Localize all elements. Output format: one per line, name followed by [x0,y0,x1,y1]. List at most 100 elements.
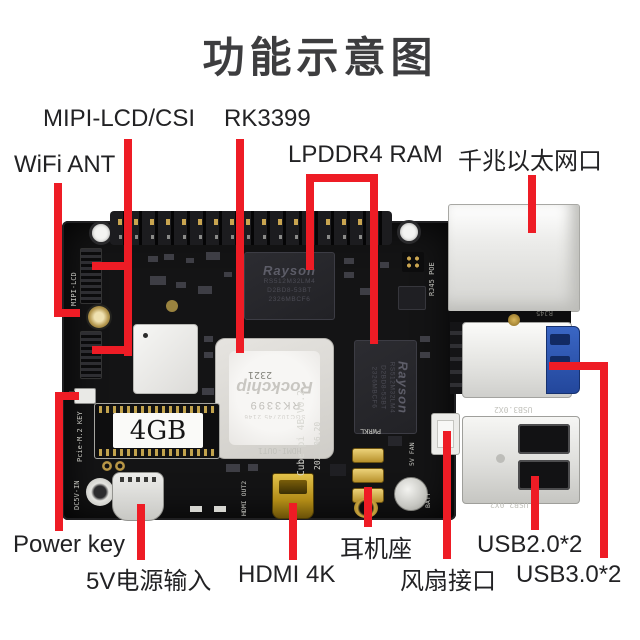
silk-board-date: 2023.06.20 [313,421,322,470]
callout-line-hdmi [289,503,297,560]
silk-pwr: PWRKL [360,427,382,435]
wifi-shield-can [133,324,198,394]
buzzer [394,477,428,511]
component [248,464,258,471]
callout-line-mipi [92,346,132,354]
rk3399-soc-chip: SGC102745 2146 RK3399 Rockchip [215,338,334,459]
silk-hdmi-out1: HDMI-OUT1 [258,446,302,455]
silk-pcie: Pcie-M.2 KEY [76,411,84,462]
headphone-jack [350,446,386,518]
memory-module: 4GB [94,403,220,459]
small-chip [398,286,426,310]
shell-hole [496,454,505,463]
component [198,286,212,294]
callout-line-lpddr4 [306,174,314,270]
ram-line2: D2BD8-53BT [267,286,312,294]
ram-part: RS512M32LM4 [263,278,316,285]
silk-rj45-poe: RJ45 POE [428,262,436,296]
silk-dc5v: DC5V-IN [73,480,81,510]
pin-header-2x2 [402,252,424,272]
mounting-hole [92,224,110,242]
mounting-hole [400,223,418,241]
gold-fingers [99,406,215,413]
silk-mipi-lcd: MIPI-LCD [70,272,78,306]
component [420,352,430,358]
component [388,436,402,446]
label-5v-power-in: 5V电源输入 [86,568,212,595]
callout-line-wifi [54,183,62,315]
component [204,352,213,358]
wifi-antenna-connector [88,306,110,328]
component [330,464,346,476]
callout-line-power-key [57,392,79,400]
gold-pin [508,314,520,326]
silk-lot: 2321 [248,369,273,380]
lpddr4-chip-1: Rayson RS512M32LM4 D2BD8-53BT 2326MBCF6 [244,252,335,320]
component [186,258,194,263]
mipi-lcd-connector [80,248,102,304]
silk-board-name: Cube pi 4B V0.2 [296,390,307,476]
label-lpddr4-ram: LPDDR4 RAM [288,141,443,168]
component [166,300,178,312]
component [204,336,213,342]
usb3-contact [550,356,570,367]
component [344,258,354,264]
ram-brand: Rayson [263,263,316,278]
callout-line-headphone [364,487,372,527]
component [176,282,186,288]
callout-line-mipi [92,262,132,270]
component [102,461,112,471]
silk-rj45: RJ45 [536,309,553,317]
label-power-key: Power key [13,531,126,558]
callout-line-usb3 [600,362,608,558]
ram-line3: 2326MBCF6 [268,295,311,303]
usb2-slot [518,460,570,490]
silk-batt: BATT [424,492,432,508]
memory-size-label: 4GB [113,413,203,448]
silk-hdmi-out2: HDMI OUT2 [240,480,248,516]
silk-usb3x2: USB3.0X2 [494,405,533,414]
jack-contact [352,448,384,463]
callout-line-wifi [54,309,80,317]
silk-5v-fan: 5V FAN [408,442,416,466]
ethernet-port [448,204,580,325]
component [380,262,389,268]
ram-line3: 2326MBCF6 [370,366,378,409]
mipi-csi-connector [80,331,102,379]
gpio-header [110,211,392,245]
lpddr4-chip-2: Rayson RS512M32LM4 D2BD8-53BT 2326MBCF6 [354,340,417,434]
label-gigabit-ethernet: 千兆以太网口 [458,148,602,175]
label-wifi-ant: WiFi ANT [14,151,116,178]
jack-contact [352,468,384,483]
label-usb3: USB3.0*2 [516,561,622,588]
page-title: 功能示意图 [202,34,438,81]
callout-line-mipi [124,139,132,356]
component [150,276,166,285]
component [360,288,372,295]
ram-brand: Rayson [395,361,411,414]
label-rk3399: RK3399 [224,105,311,132]
component [148,256,158,262]
usb2-slot [518,424,570,454]
label-headphone: 耳机座 [340,536,412,563]
component [115,461,125,471]
usb3-contact [550,334,570,345]
ram-part: RS512M32LM4 [388,361,396,414]
usb3-port [450,318,580,398]
component [190,506,202,512]
callout-line-5v [137,504,145,560]
callout-line-usb3 [549,362,608,370]
component [344,272,354,278]
silk-usb2x2: USB2.0X2 [490,500,529,509]
callout-line-rk3399 [236,139,244,353]
component [214,506,226,512]
callout-line-usb2 [531,476,539,530]
usb2-port [456,414,580,504]
label-usb2: USB2.0*2 [477,531,583,558]
soc-model: RK3399 [248,399,301,412]
callout-line-power-key [55,392,63,531]
component [226,464,240,472]
component [164,254,174,260]
label-mipi-lcd-csi: MIPI-LCD/CSI [43,105,196,132]
